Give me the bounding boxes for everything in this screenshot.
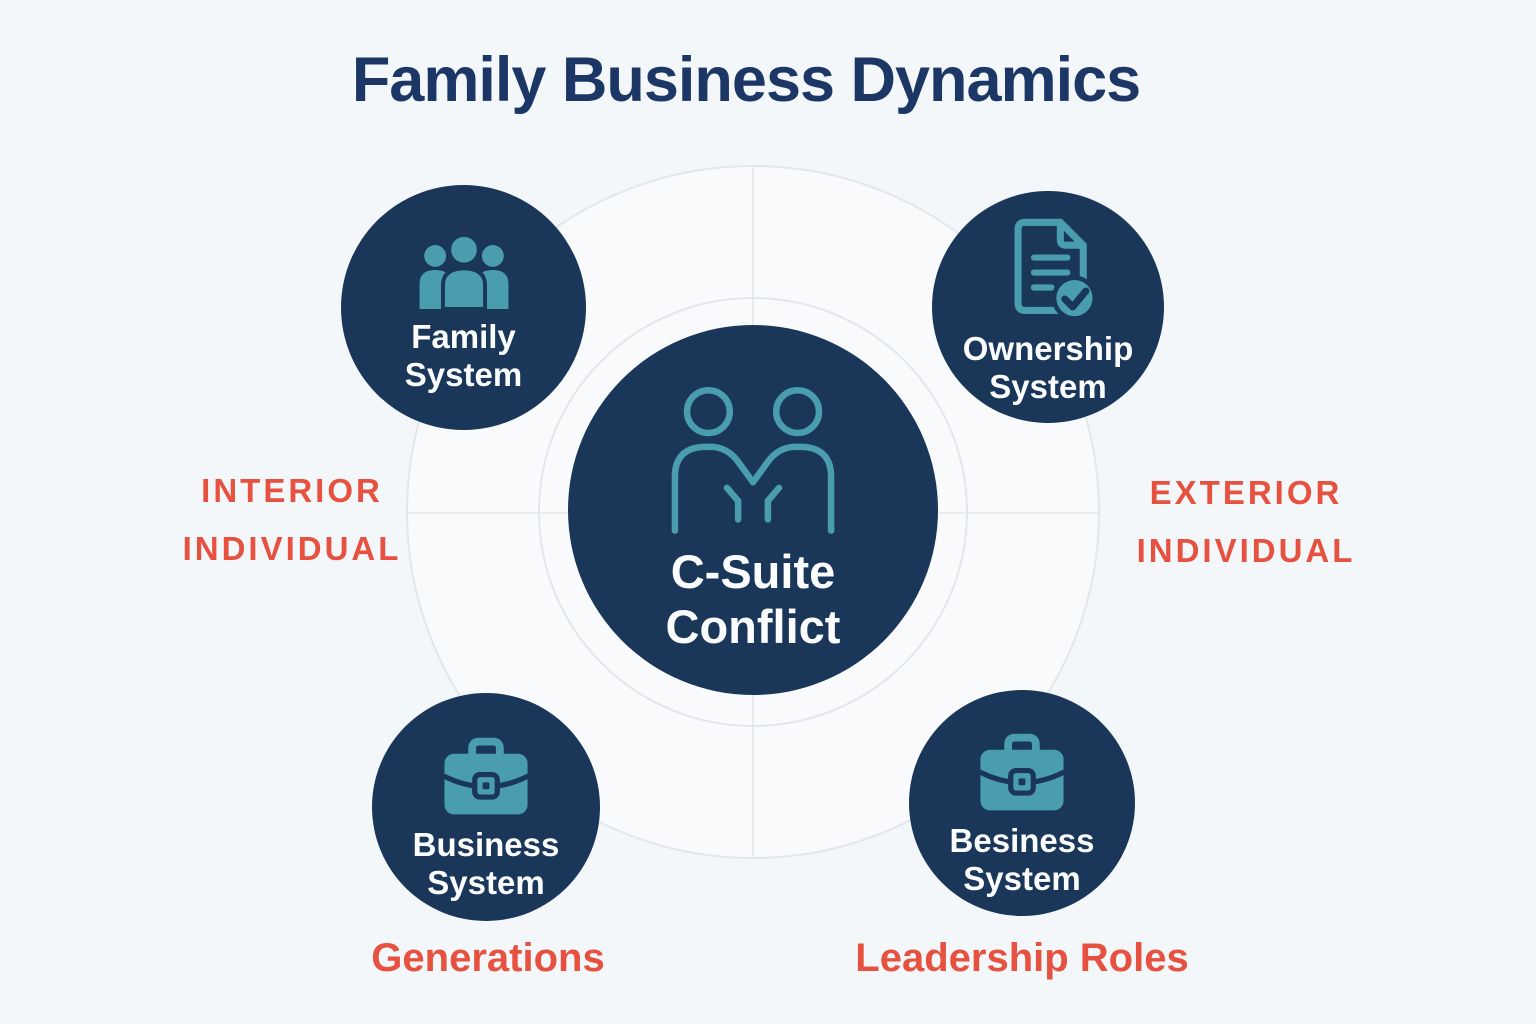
besiness-node-label-line1: Besiness bbox=[949, 821, 1095, 859]
label-individual-left: INDIVIDUAL bbox=[182, 530, 402, 567]
besiness-node-label-line2: System bbox=[963, 859, 1081, 897]
center-node-label-line1: C-Suite bbox=[670, 545, 836, 598]
label-interior: INTERIOR bbox=[201, 472, 383, 509]
label-individual-right: INDIVIDUAL bbox=[1136, 532, 1356, 569]
ownership-node-label-line1: Ownership bbox=[962, 329, 1134, 367]
label-generations: Generations bbox=[371, 936, 605, 980]
family-node-label-line2: System bbox=[404, 356, 523, 393]
node-business-system: Business System bbox=[372, 693, 600, 921]
center-node-label: C-Suite Conflict bbox=[666, 544, 841, 654]
label-leadership-roles: Leadership Roles bbox=[855, 936, 1189, 980]
center-node-label-line2: Conflict bbox=[665, 600, 841, 653]
ownership-node-label-line2: System bbox=[989, 367, 1107, 405]
briefcase-icon bbox=[977, 733, 1067, 810]
handshake-people-icon bbox=[671, 386, 835, 534]
label-exterior: EXTERIOR bbox=[1149, 474, 1343, 511]
family-node-label-line1: Family bbox=[411, 318, 516, 355]
business-node-label-line1: Business bbox=[412, 825, 560, 863]
node-ownership-system: Ownership System bbox=[932, 191, 1164, 423]
family-group-icon bbox=[419, 232, 508, 309]
document-check-icon bbox=[1014, 218, 1097, 321]
node-besiness-system: Besiness System bbox=[909, 690, 1135, 916]
ownership-node-label: Ownership System bbox=[963, 330, 1134, 406]
briefcase-icon bbox=[441, 737, 531, 814]
node-family-system: Family System bbox=[341, 185, 586, 430]
business-node-label: Business System bbox=[413, 826, 560, 902]
family-node-label: Family System bbox=[405, 318, 522, 394]
besiness-node-label: Besiness System bbox=[950, 822, 1095, 898]
label-interior-individual: INTERIOR INDIVIDUAL bbox=[118, 462, 466, 578]
label-exterior-individual: EXTERIOR INDIVIDUAL bbox=[1072, 464, 1420, 580]
center-node-c-suite-conflict: C-Suite Conflict bbox=[568, 325, 938, 695]
business-node-label-line2: System bbox=[427, 863, 545, 901]
page-title: Family Business Dynamics bbox=[351, 45, 1141, 115]
